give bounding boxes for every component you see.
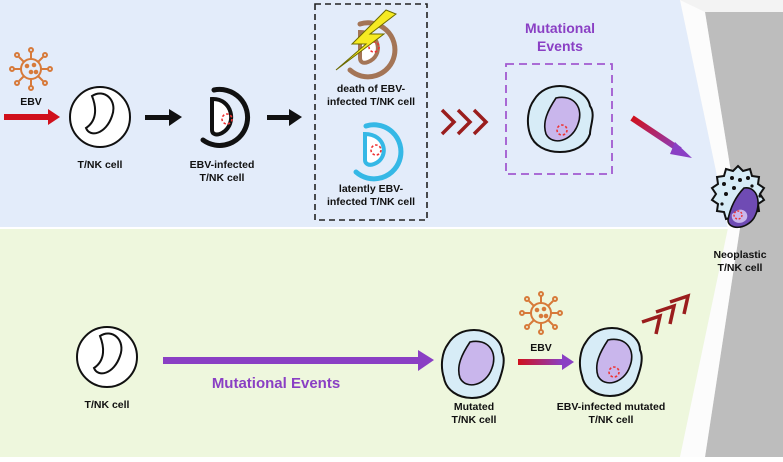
mutational-events-label-bottom: Mutational Events (212, 375, 340, 392)
neoplastic-cell (710, 164, 766, 229)
ebv-label-bottom: EBV (530, 342, 552, 354)
death-label-line1: death of EBV- (337, 83, 406, 95)
lightning-icon (335, 9, 398, 71)
arrow-2 (267, 109, 302, 126)
mutational-title-line2: Events (537, 38, 583, 54)
latent-cell (353, 122, 404, 182)
ebv-infected-cell (200, 86, 251, 148)
latent-label-line1: latently EBV- (339, 183, 404, 195)
arrow-1 (145, 109, 182, 126)
ebv-infected-label-line2: T/NK cell (200, 172, 245, 184)
ebv-virus-icon (9, 47, 53, 91)
mutational-title-line1: Mutational (525, 20, 595, 36)
mutated-label-line2: T/NK cell (452, 414, 497, 426)
mutated-label-line1: Mutated (454, 401, 494, 413)
mutation-box (505, 63, 613, 175)
tnk-cell-top (69, 86, 131, 148)
ebv-virus-icon-bottom (519, 291, 563, 335)
mutated-cell-bottom (440, 328, 505, 400)
mutational-arrow-bottom (163, 350, 434, 371)
ebv-infected-mutated-cell (578, 326, 643, 398)
death-label-line2: infected T/NK cell (327, 96, 415, 108)
ebv-mutated-label-line1: EBV-infected mutated (557, 401, 666, 413)
grey-wedge (705, 12, 783, 457)
mutated-infected-cell-top (526, 84, 594, 154)
neoplastic-label-line1: Neoplastic (713, 249, 766, 261)
ebv-infection-arrow-top (4, 109, 60, 125)
latent-label-line2: infected T/NK cell (327, 196, 415, 208)
tnk-cell-label-bottom: T/NK cell (85, 399, 130, 411)
ebv-label-top: EBV (20, 96, 42, 108)
dying-cell (335, 9, 398, 80)
ebv-infected-label-line1: EBV-infected (190, 159, 255, 171)
ebv-mutated-label-line2: T/NK cell (589, 414, 634, 426)
outcomes-box (314, 3, 428, 221)
tnk-cell-bottom (76, 326, 138, 388)
neoplastic-label-line2: T/NK cell (718, 262, 763, 274)
tnk-cell-label-top: T/NK cell (78, 159, 123, 171)
chevron-arrows-top (440, 108, 489, 136)
chevron-arrows-bottom (641, 293, 691, 335)
ebv-infection-arrow-bottom (518, 354, 574, 370)
arrow-to-neoplastic (630, 115, 692, 158)
